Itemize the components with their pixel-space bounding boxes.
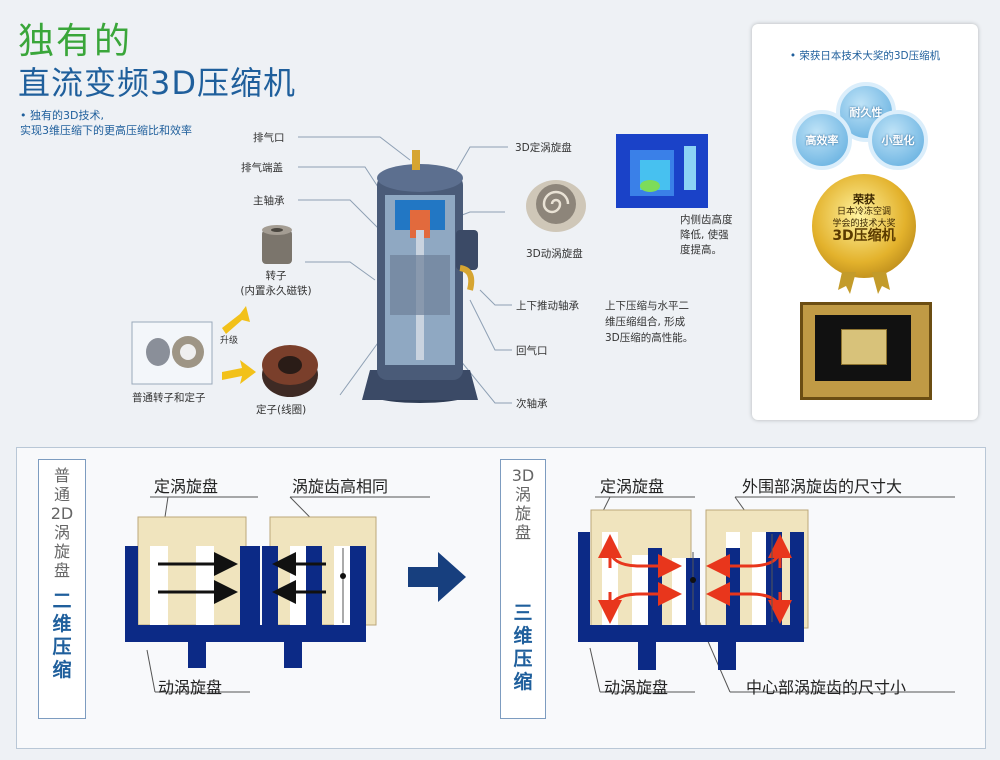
rotor-image bbox=[262, 225, 292, 264]
right-orbiting-scroll-label: 动涡旋盘 bbox=[604, 678, 669, 697]
medal-line-2: 日本冷冻空调 bbox=[836, 207, 891, 217]
big-right-arrow bbox=[408, 552, 466, 602]
v3d-char-3: 旋 bbox=[514, 504, 531, 523]
left-fixed-scroll-label: 定涡旋盘 bbox=[154, 477, 219, 496]
v3d-b-char-1: 三 bbox=[513, 602, 533, 624]
v2d-char-4: 涡 bbox=[53, 523, 70, 542]
medal-line-3: 学会的技术大奖 bbox=[832, 219, 896, 229]
normal-rotor-stator-image bbox=[131, 321, 213, 385]
scroll-diagrams bbox=[125, 496, 955, 693]
v3d-b-char-2: 维 bbox=[513, 625, 533, 647]
scroll-3d-diagram bbox=[578, 496, 955, 693]
height-note-line-3: 度提高。 bbox=[680, 244, 722, 256]
label-secondary-bearing: 次轴承 bbox=[516, 398, 548, 410]
vertical-box-3d: 3D 涡 旋 盘 三 维 压 缩 bbox=[500, 459, 546, 719]
v2d-char-1: 普 bbox=[53, 466, 70, 485]
v2d-char-2: 通 bbox=[53, 485, 70, 504]
label-stator: 定子(线圈) bbox=[256, 404, 307, 416]
vertical-box-2d: 普 通 2D 涡 旋 盘 二 维 压 缩 bbox=[38, 459, 86, 719]
compressor-illustration bbox=[131, 134, 708, 404]
award-title: • 荣获日本技术大奖的3D压缩机 bbox=[789, 50, 941, 62]
v2d-b-char-2: 维 bbox=[52, 613, 72, 635]
label-main-bearing: 主轴承 bbox=[253, 195, 285, 207]
right-outer-large-label: 外围部涡旋齿的尺寸大 bbox=[742, 477, 903, 496]
v2d-char-5: 旋 bbox=[53, 542, 70, 561]
compressor-body bbox=[362, 150, 478, 403]
v2d-char-6: 盘 bbox=[53, 561, 70, 580]
v3d-b-char-3: 压 bbox=[513, 648, 533, 670]
compression-note-line-3: 3D压缩的高性能。 bbox=[605, 332, 694, 344]
bubble-compact: 小型化 bbox=[868, 110, 928, 170]
bubble-efficiency: 高效率 bbox=[792, 110, 852, 170]
fixed-scroll-simulation-image bbox=[616, 134, 708, 208]
height-note-line-1: 内侧齿高度 bbox=[680, 214, 733, 226]
height-note-line-2: 降低, 使强 bbox=[680, 229, 729, 241]
intro-line-2: 实现3维压缩下的更高压缩比和效率 bbox=[20, 124, 192, 137]
stator-image bbox=[262, 345, 318, 397]
label-updown-thrust-bearing: 上下推动轴承 bbox=[516, 300, 579, 312]
vertical-3d-bottom: 三 维 压 缩 bbox=[501, 542, 545, 694]
v3d-char-1: 3D bbox=[511, 466, 535, 485]
left-orbiting-scroll-label: 动涡旋盘 bbox=[158, 678, 223, 697]
v2d-char-3: 2D bbox=[50, 504, 74, 523]
award-medal: 荣获 日本冷冻空调 学会的技术大奖 3D压缩机 bbox=[812, 174, 916, 278]
label-fixed-scroll-3d: 3D定涡旋盘 bbox=[515, 142, 572, 154]
label-rotor-note: (内置永久磁铁) bbox=[240, 285, 312, 297]
v3d-b-char-4: 缩 bbox=[513, 671, 533, 693]
label-rotor: 转子 bbox=[265, 270, 287, 282]
scroll-2d-diagram bbox=[125, 496, 430, 693]
compression-note: 上下压缩与水平二 维压缩组合, 形成 3D压缩的高性能。 bbox=[605, 298, 693, 346]
label-upgrade: 升级 bbox=[220, 336, 239, 346]
orbiting-scroll-3d-image bbox=[526, 180, 586, 232]
intro-text: • 独有的3D技术, 实现3维压缩下的更高压缩比和效率 bbox=[20, 108, 192, 138]
medal-ribbon bbox=[838, 272, 890, 294]
intro-line-1: • 独有的3D技术, bbox=[20, 109, 104, 122]
v3d-char-4: 盘 bbox=[514, 523, 531, 542]
right-center-small-label: 中心部涡旋齿的尺寸小 bbox=[746, 678, 907, 697]
title-line-1: 独有的 bbox=[18, 21, 133, 62]
medal-line-1: 荣获 bbox=[853, 193, 875, 206]
vertical-2d-bottom: 二 维 压 缩 bbox=[39, 580, 85, 682]
compression-note-line-2: 维压缩组合, 形成 bbox=[605, 316, 686, 328]
title-line-2: 直流变频3D压缩机 bbox=[18, 64, 297, 102]
medal-big-text: 3D压缩机 bbox=[832, 228, 896, 244]
compression-note-line-1: 上下压缩与水平二 bbox=[605, 300, 689, 312]
v2d-b-char-1: 二 bbox=[52, 590, 72, 612]
upgrade-arrows bbox=[222, 306, 256, 384]
award-certificate-frame bbox=[800, 302, 932, 400]
vertical-2d-top: 普 通 2D 涡 旋 盘 bbox=[39, 460, 85, 580]
height-note: 内侧齿高度 降低, 使强 度提高。 bbox=[680, 213, 733, 258]
leader-lines bbox=[298, 136, 512, 404]
label-exhaust-port: 排气口 bbox=[253, 132, 285, 144]
v2d-b-char-3: 压 bbox=[52, 636, 72, 658]
award-panel: • 荣获日本技术大奖的3D压缩机 耐久性 高效率 小型化 荣获 日本冷冻空调 学… bbox=[752, 24, 978, 420]
label-normal-rotor-stator: 普通转子和定子 bbox=[132, 392, 206, 404]
right-fixed-scroll-label: 定涡旋盘 bbox=[600, 477, 665, 496]
label-return-port: 回气口 bbox=[516, 345, 548, 357]
vertical-3d-top: 3D 涡 旋 盘 bbox=[501, 460, 545, 542]
v3d-char-2: 涡 bbox=[514, 485, 531, 504]
label-orbiting-scroll-3d: 3D动涡旋盘 bbox=[526, 248, 583, 260]
v2d-b-char-4: 缩 bbox=[52, 659, 72, 681]
left-same-height-label: 涡旋齿高相同 bbox=[292, 477, 389, 496]
label-exhaust-cover: 排气端盖 bbox=[241, 162, 283, 174]
